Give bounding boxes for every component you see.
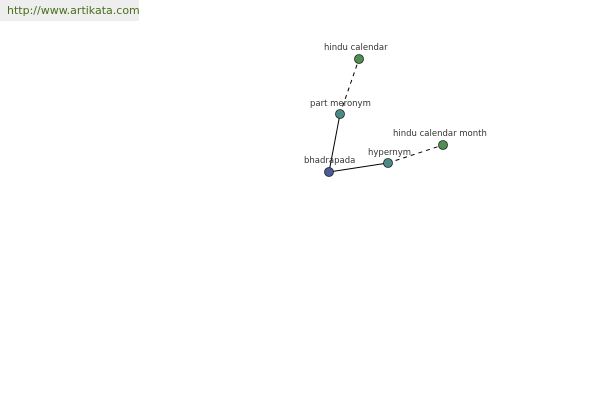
node-hindu-calendar-month[interactable]: hindu calendar month: [393, 129, 487, 150]
node-label-hindu-calendar: hindu calendar: [324, 43, 388, 53]
node-part-meronym[interactable]: part meronym: [310, 99, 371, 119]
edge-bhadrapada-to-part-meronym: [328, 113, 341, 173]
node-circle-part-meronym[interactable]: [335, 109, 345, 119]
url-banner[interactable]: http://www.artikata.com: [0, 0, 140, 21]
node-circle-bhadrapada[interactable]: [324, 167, 334, 177]
node-hindu-calendar[interactable]: hindu calendar: [324, 43, 388, 64]
node-label-bhadrapada: bhadrapada: [304, 156, 355, 166]
node-label-part-meronym: part meronym: [310, 99, 371, 109]
node-circle-hindu-calendar-month[interactable]: [438, 140, 448, 150]
edge-bhadrapada-to-hypernym: [328, 162, 389, 173]
node-label-hypernym: hypernym: [368, 148, 411, 158]
graph-nodes: bhadrapada part meronym hindu calendar hype…: [304, 43, 487, 177]
node-bhadrapada[interactable]: bhadrapada: [304, 156, 355, 177]
node-circle-hypernym[interactable]: [383, 158, 393, 168]
node-label-hindu-calendar-month: hindu calendar month: [393, 129, 487, 139]
node-hypernym[interactable]: hypernym: [368, 148, 411, 168]
node-circle-hindu-calendar[interactable]: [354, 54, 364, 64]
site-url-link[interactable]: http://www.artikata.com: [7, 4, 140, 17]
graph-edges: [328, 58, 444, 173]
edge-part-meronym-to-hindu-calendar: [339, 58, 360, 115]
edge-hypernym-to-hindu-calendar-month: [387, 144, 444, 164]
